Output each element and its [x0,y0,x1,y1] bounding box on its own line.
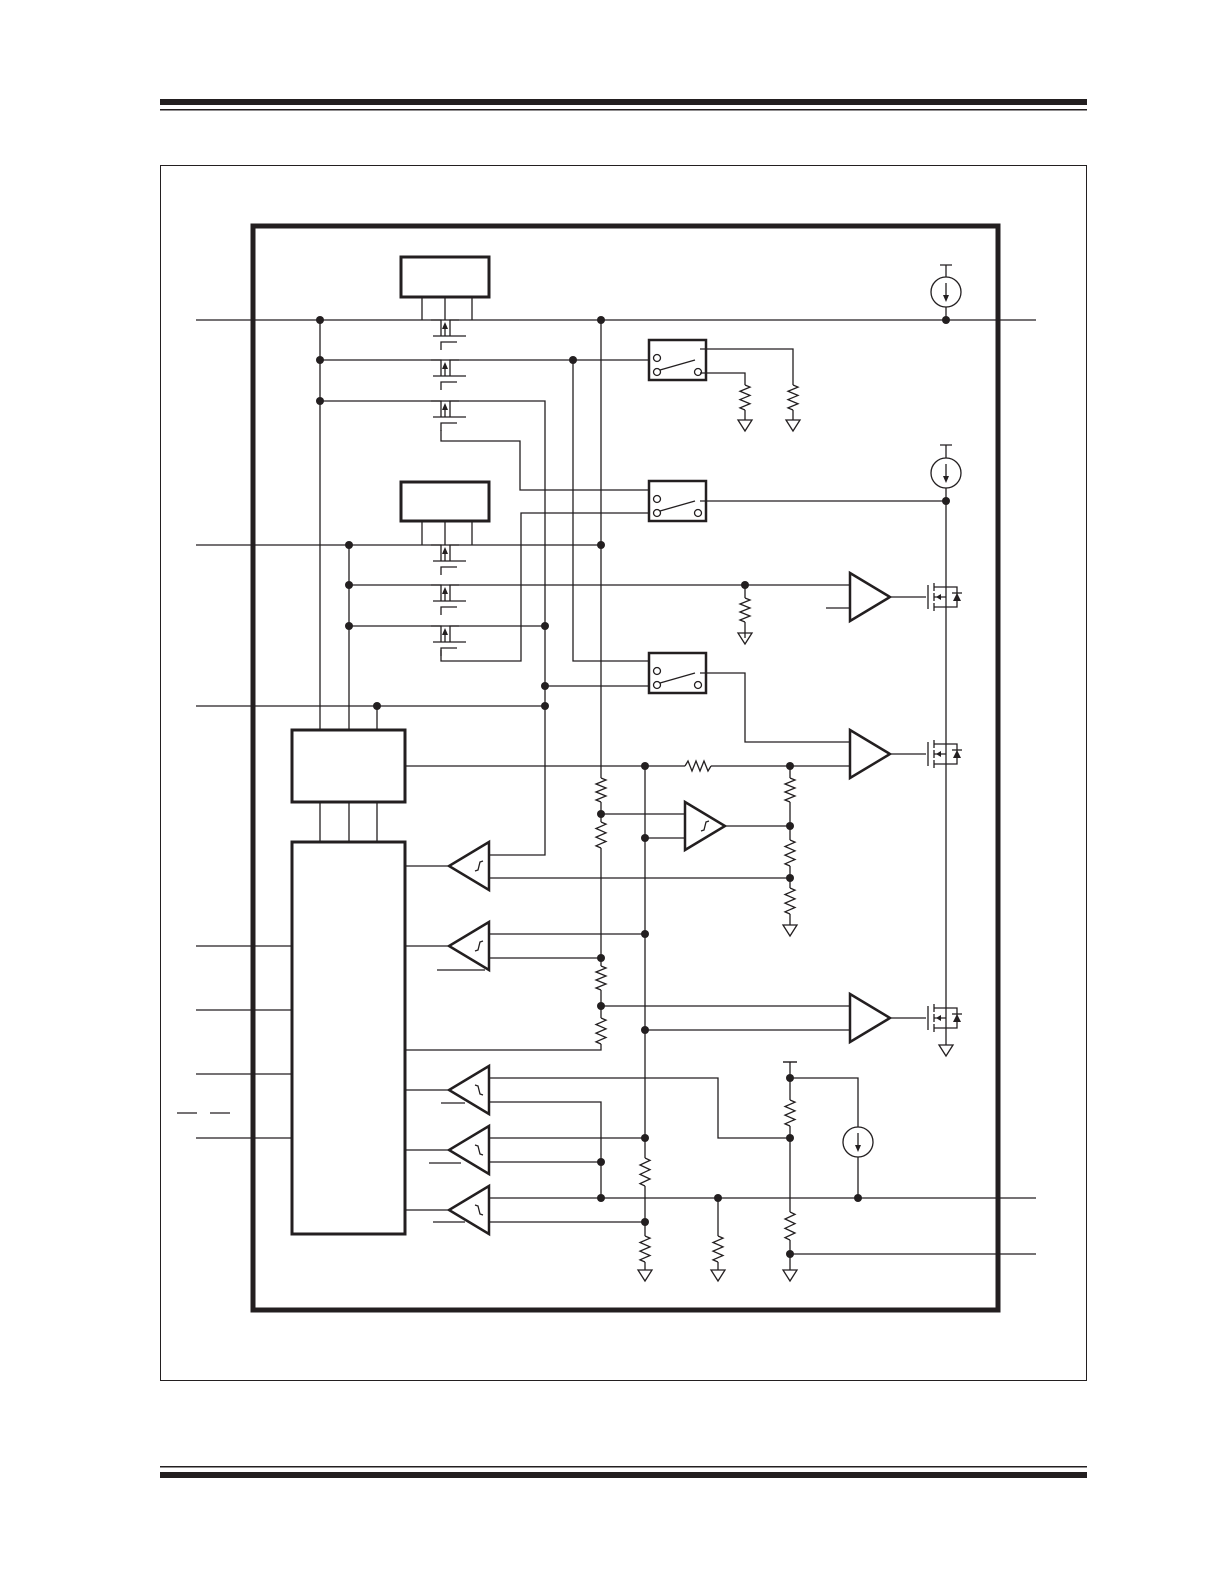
body-diode-icon [953,593,961,601]
mosfet-arrow-icon [936,751,941,757]
resistors [594,384,800,1263]
comparator [446,1063,491,1117]
hysteresis-icon [474,1144,484,1156]
switch-blade [659,500,696,512]
switch-box [647,338,708,382]
mosfet-arrow-icon [936,1015,941,1021]
switch-terminal [693,367,703,377]
switch-terminal [693,508,703,518]
switch-terminal [652,367,662,377]
resistor [638,1157,652,1187]
down-arrow-icon [855,1145,861,1152]
ground-icon [709,1269,727,1283]
comparator [446,1183,491,1237]
resistor [783,839,797,867]
mosfet [927,740,958,768]
body-diode-icon [953,750,961,758]
ground-icon [736,632,754,646]
ground-icon [784,419,802,433]
resistor [738,384,752,411]
hysteresis-icon [474,860,484,872]
up-arrow-icon [442,403,448,410]
power-mosfets [927,583,962,1032]
resistor [786,384,800,411]
pass-transistor [431,319,466,350]
hysteresis-icon [474,1204,484,1216]
pass-transistor [431,625,466,656]
up-arrow-icon [442,322,448,329]
resistor [594,1017,608,1045]
up-arrow-icon [442,547,448,554]
gate-driver-amplifier [848,727,893,781]
wires [177,264,1036,1270]
logic-block [290,728,407,804]
switch-box [647,651,708,695]
footer-rule [160,1466,1087,1478]
resistor [594,821,608,849]
body-diode-icon [953,1014,961,1022]
controller-block [290,840,407,1236]
mosfet-arrow-icon [936,594,941,600]
ground-icon [781,924,799,938]
switch-terminal [652,353,662,363]
hysteresis-icon [474,940,484,952]
gate-driver-amplifier [848,991,893,1045]
pass-transistor [431,544,466,575]
ground-symbols [636,419,955,1283]
control-block-taps [421,297,473,545]
resistor [638,1235,652,1263]
mosfet [927,1004,958,1032]
mid-control-block [399,480,491,523]
resistor [711,1235,725,1263]
resistor [594,965,608,991]
top-control-block [399,255,491,299]
amplifiers [446,570,893,1237]
switch-terminal [652,666,662,676]
up-arrow-icon [442,362,448,369]
switch-terminal [652,508,662,518]
up-arrow-icon [442,587,448,594]
ground-icon [781,1269,799,1283]
ground-icon [636,1269,654,1283]
mosfet [927,583,958,611]
hysteresis-icon [700,820,710,832]
resistor [783,777,797,803]
down-arrow-icon [943,476,949,483]
switch-blade [659,359,696,371]
gate-driver-amplifier [848,570,893,624]
ground-icon [736,419,754,433]
figure-frame [160,165,1087,1381]
resistor [783,1211,797,1241]
current-sources [842,276,962,1158]
switch-blade [659,672,696,684]
analog-switches [647,338,708,695]
resistor [684,759,712,773]
junction-dots [316,316,950,1258]
pass-transistor [431,400,466,431]
down-arrow-icon [943,295,949,302]
chip-boundary [250,223,1001,1313]
pass-transistor [431,359,466,390]
resistor [594,777,608,803]
pass-transistors [431,319,466,656]
switch-terminal [652,680,662,690]
comparator [446,919,491,973]
resistor [783,887,797,915]
pass-transistor [431,584,466,615]
header-rule [160,99,1087,111]
hysteresis-icon [474,1084,484,1096]
switch-terminal [693,680,703,690]
resistor [738,597,752,623]
switch-terminal [652,494,662,504]
resistor [783,1099,797,1127]
switch-box [647,479,708,523]
comparator [446,1123,491,1177]
comparator [446,839,491,893]
up-arrow-icon [442,628,448,635]
ground-icon [937,1044,955,1058]
